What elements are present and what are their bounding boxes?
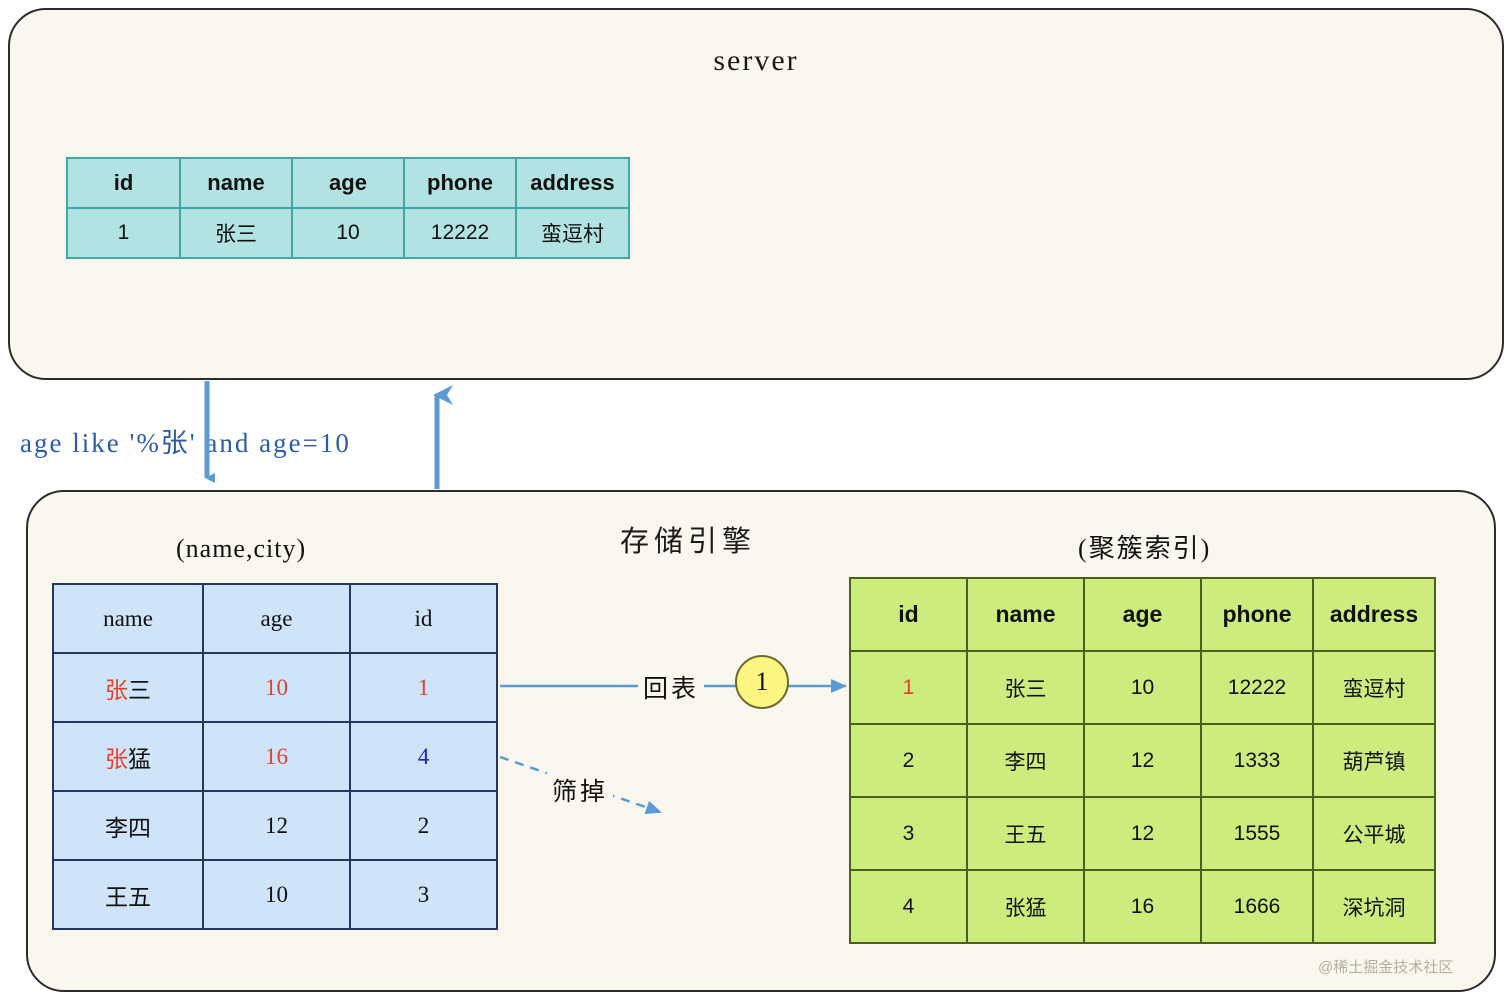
cell-id: 2	[849, 723, 968, 798]
table-row: 1 张三 10 12222 蛮逗村	[66, 207, 630, 259]
cell-name: 李四	[52, 790, 204, 861]
cell-address: 葫芦镇	[1312, 723, 1436, 798]
table-header-row: id name age phone address	[849, 577, 1436, 652]
cell-age: 16	[202, 721, 351, 792]
cell-id: 1	[349, 652, 498, 723]
cell-name: 张猛	[52, 721, 204, 792]
cell-phone: 12222	[1200, 650, 1314, 725]
cell-age: 12	[1083, 723, 1202, 798]
cell-age: 10	[291, 207, 405, 259]
cell-phone: 1666	[1200, 869, 1314, 944]
table-header-row: id name age phone address	[66, 157, 630, 209]
cell-id: 3	[349, 859, 498, 930]
filtered-out-label: 筛掉	[547, 771, 614, 809]
cell-address: 蛮逗村	[1312, 650, 1436, 725]
return-to-table-label: 回表	[638, 668, 705, 706]
server-result-table: id name age phone address 1 张三 10 12222 …	[66, 157, 630, 259]
column-header-age: age	[291, 157, 405, 209]
column-header-age: age	[202, 583, 351, 654]
column-header-name: name	[52, 583, 204, 654]
clustered-index-caption: (聚簇索引)	[1078, 534, 1212, 563]
cell-id: 2	[349, 790, 498, 861]
name-rest: 王五	[105, 884, 151, 910]
name-match-prefix: 张	[105, 746, 128, 772]
column-header-address: address	[1312, 577, 1436, 652]
column-header-id: id	[349, 583, 498, 654]
cell-name: 张猛	[966, 869, 1085, 944]
cell-name: 张三	[52, 652, 204, 723]
storage-engine-title: 存储引擎	[620, 526, 757, 558]
cell-name: 张三	[179, 207, 293, 259]
cell-name: 王五	[52, 859, 204, 930]
secondary-index-caption: (name,city)	[176, 534, 307, 563]
step-badge-1: 1	[735, 655, 789, 709]
name-rest: 李四	[105, 815, 151, 841]
cell-id: 4	[349, 721, 498, 792]
table-header-row: name age id	[52, 583, 498, 654]
cell-id: 3	[849, 796, 968, 871]
cell-phone: 1333	[1200, 723, 1314, 798]
cell-age: 10	[202, 652, 351, 723]
cell-id: 4	[849, 869, 968, 944]
server-panel-title: server	[713, 44, 799, 77]
cell-age: 10	[1083, 650, 1202, 725]
cell-phone: 1555	[1200, 796, 1314, 871]
watermark: @稀土掘金技术社区	[1318, 959, 1454, 976]
column-header-phone: phone	[1200, 577, 1314, 652]
column-header-name: name	[179, 157, 293, 209]
cell-name: 李四	[966, 723, 1085, 798]
column-header-id: id	[66, 157, 181, 209]
cell-age: 12	[1083, 796, 1202, 871]
cell-address: 深坑洞	[1312, 869, 1436, 944]
column-header-phone: phone	[403, 157, 517, 209]
name-match-prefix: 张	[105, 677, 128, 703]
cell-name: 王五	[966, 796, 1085, 871]
name-rest: 猛	[128, 746, 151, 772]
cell-age: 16	[1083, 869, 1202, 944]
cell-address: 蛮逗村	[515, 207, 630, 259]
cell-phone: 12222	[403, 207, 517, 259]
cell-age: 12	[202, 790, 351, 861]
sql-predicate-text: age like '%张' and age=10	[20, 428, 351, 458]
cell-id: 1	[849, 650, 968, 725]
column-header-id: id	[849, 577, 968, 652]
cell-id: 1	[66, 207, 181, 259]
column-header-age: age	[1083, 577, 1202, 652]
cell-name: 张三	[966, 650, 1085, 725]
cell-address: 公平城	[1312, 796, 1436, 871]
column-header-address: address	[515, 157, 630, 209]
name-rest: 三	[128, 677, 151, 703]
column-header-name: name	[966, 577, 1085, 652]
cell-age: 10	[202, 859, 351, 930]
